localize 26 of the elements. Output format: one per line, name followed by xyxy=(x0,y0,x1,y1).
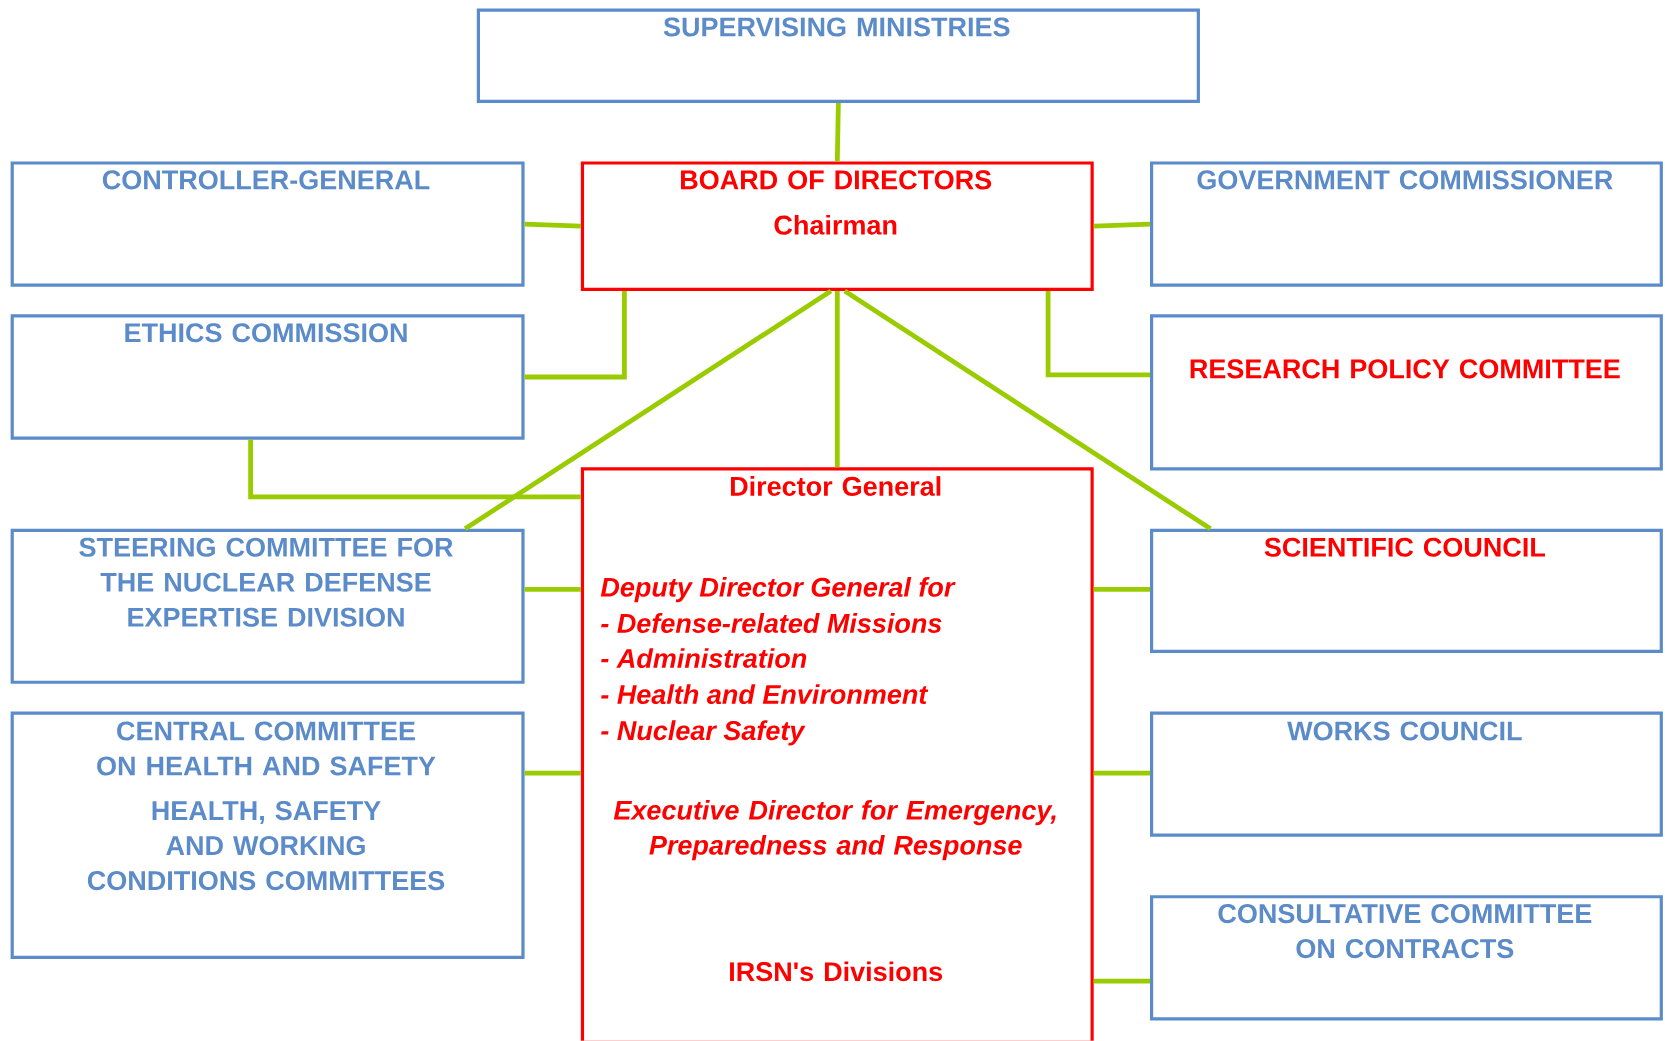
connector-line xyxy=(1093,221,1151,229)
connector-line xyxy=(834,291,840,468)
connector-line xyxy=(524,221,581,229)
connector-line xyxy=(463,289,833,532)
org-box: CONTROLLER-GENERAL xyxy=(10,161,525,287)
org-box: GOVERNMENT COMMISSIONER xyxy=(1150,161,1663,287)
org-box: CENTRAL COMMITTEE ON HEALTH AND SAFETY HEALTH, SAFETY AND WORKING CONDITIONS COMMITTEES xyxy=(10,711,525,960)
org-box: ETHICS COMMISSION xyxy=(10,314,525,440)
connector-line xyxy=(524,291,627,380)
org-box: Director General Deputy Director General for - Defense-related Missions - Administration - Health and Environment - Nuclear Safety Executive Director for Emergency, Preparedness and Response IRSN's Divisions xyxy=(580,467,1094,1041)
connector-line xyxy=(1045,291,1150,378)
org-box: BOARD OF DIRECTORS Chairman xyxy=(580,161,1094,292)
connector-line xyxy=(1093,770,1150,776)
connector-line xyxy=(248,439,581,500)
connector-line xyxy=(524,587,581,592)
connector-line xyxy=(524,770,581,776)
connector-line xyxy=(1093,587,1150,592)
org-box: STEERING COMMITTEE FOR THE NUCLEAR DEFENSE EXPERTISE DIVISION xyxy=(10,529,525,685)
org-box: SCIENTIFIC COUNCIL xyxy=(1150,529,1663,654)
org-box: SUPERVISING MINISTRIES xyxy=(476,8,1200,104)
connector-line xyxy=(843,289,1212,532)
org-box: RESEARCH POLICY COMMITTEE xyxy=(1150,314,1663,471)
org-box: WORKS COUNCIL xyxy=(1150,711,1663,837)
connector-line xyxy=(1093,978,1150,984)
connector-line xyxy=(834,103,841,162)
org-box: CONSULTATIVE COMMITTEE ON CONTRACTS xyxy=(1150,895,1663,1021)
